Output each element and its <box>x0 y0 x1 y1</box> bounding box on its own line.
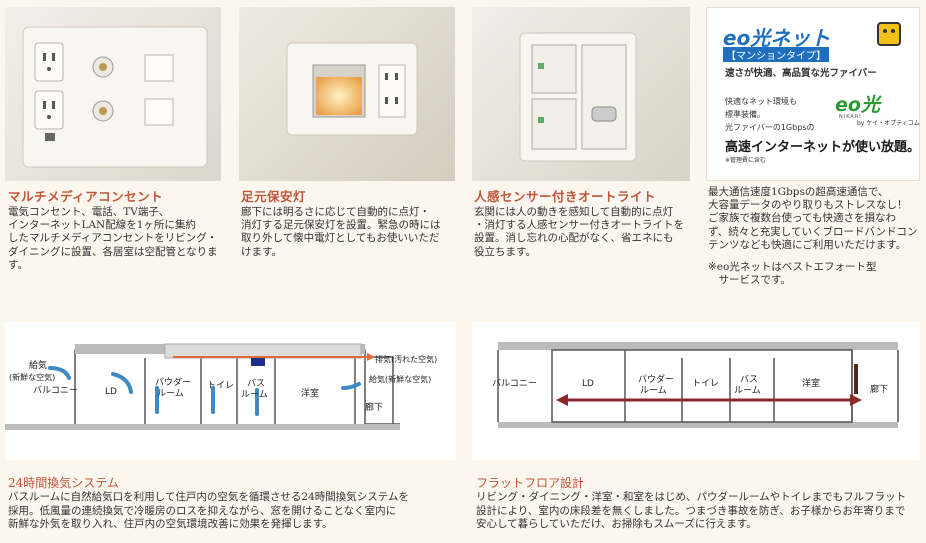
eo-description: 最大通信速度1Gbpsの超高速通信で、 大容量データのやり取りもストレスなし！ … <box>708 186 917 252</box>
text-line: 廊下には明るさに応じて自動的に点灯・ <box>241 206 430 218</box>
text-line: 取り外して懐中電灯としてもお使いいただ <box>241 232 440 245</box>
toilet-label: トイレ <box>692 379 719 389</box>
eo-footnote: ※eo光ネットはベストエフォート型 サービスです。 <box>708 261 877 287</box>
text-line: 採用。低風量の連続換気で冷暖房のロスを抑えながら、窓を開けることなく室内に <box>8 504 397 517</box>
powder-label-2: ルーム <box>157 388 184 399</box>
text-line: したマルチメディアコンセントをリビング・ <box>8 232 218 245</box>
text-line: ダイニングに設置、各居室は空配管となりま <box>8 245 218 258</box>
text-line: 設置。消し忘れの心配がなく、省エネにも <box>474 232 674 245</box>
text-line: 役立ちます。 <box>474 245 536 258</box>
big-headline: 高速インターネットが使い放題。 <box>725 140 921 155</box>
section-description: バスルームに自然給気口を利用して住戸内の空気を循環させる24時間換気システムを … <box>8 491 409 532</box>
flat-floor-diagram: バルコニー LD パウダー ルーム トイレ バス ルーム 洋室 廊下 <box>472 322 920 460</box>
ventilation-floorplan: 給気 (新鮮な空気) バルコニー LD パウダー ルーム トイレ バス ルーム … <box>5 343 437 430</box>
text-line: す。 <box>8 258 28 271</box>
text-line: 大容量データのやり取りもストレスなし！ <box>708 199 908 212</box>
feature-title: 足元保安灯 <box>241 189 307 204</box>
ventilation-diagram: 給気 (新鮮な空気) バルコニー LD パウダー ルーム トイレ バス ルーム … <box>5 322 456 460</box>
supply-label: 給気 <box>29 359 47 371</box>
brand-sub: NIKARI <box>839 114 862 120</box>
bath-label: バス <box>247 378 265 389</box>
text-line: ご家族で複数台使っても快適さを損なわ <box>708 212 896 225</box>
multimedia-outlet-illustration <box>22 26 208 168</box>
supply-label-2: 給気(新鮮な空気) <box>369 374 431 384</box>
text-line: ※eo光ネットはベストエフォート型 <box>708 261 877 273</box>
hallway-label: 廊下 <box>870 383 888 395</box>
powder-label-2: ルーム <box>640 385 667 396</box>
powder-label: パウダー <box>638 373 674 385</box>
bath-label-2: ルーム <box>241 389 268 400</box>
exhaust-label: 排気(汚れた空気) <box>375 354 437 364</box>
text-line: ず、続々と充実していくブロードバンドコン <box>708 225 918 238</box>
powder-label: パウダー <box>155 376 191 388</box>
bath-label-2: ルーム <box>734 385 761 396</box>
small-line: 光ファイバーの1Gbpsの <box>725 123 815 132</box>
mansion-type: 【マンションタイプ】 <box>723 47 829 62</box>
small-text: 快適なネット環境も 標準装備。 光ファイバーの1Gbpsの <box>725 95 814 134</box>
supply-sub-label: (新鮮な空気) <box>9 372 55 382</box>
hallway-label: 廊下 <box>365 401 383 413</box>
eo-hikari-ad: eo光ネット 【マンションタイプ】 速さが快適、高品質な光ファイバー 快適なネッ… <box>706 7 920 181</box>
text-line: バスルームに自然給気口を利用して住戸内の空気を循環させる24時間換気システムを <box>8 491 409 503</box>
foot-light-photo <box>239 7 455 181</box>
section-description: リビング・ダイニング・洋室・和室をはじめ、パウダールームやトイレまでもフルフラッ… <box>476 491 906 532</box>
feature-title: マルチメディアコンセント <box>8 189 164 204</box>
eo-hikari-brand: eo光 <box>835 94 880 116</box>
text-line: サービスです。 <box>708 274 791 287</box>
small-line: 標準装備。 <box>725 110 765 119</box>
mascot-icon <box>877 22 901 46</box>
toilet-label: トイレ <box>207 381 234 391</box>
ld-label: LD <box>582 379 594 389</box>
feature-description: 玄関には人の動きを感知して自動的に点灯 ・消灯する人感センサー付きオートライトを… <box>474 206 684 259</box>
text-line: 消灯する足元保安灯を設置。緊急の時には <box>241 219 441 232</box>
feature-title: 人感センサー付きオートライト <box>474 189 657 204</box>
management-fee-note: ※管理費に含む <box>725 157 767 164</box>
text-line: けます。 <box>241 245 282 258</box>
text-line: 安心して暮らしていただけ、お掃除もスムーズに行えます。 <box>476 518 757 530</box>
text-line: テンツなども快適にご利用いただけます。 <box>708 238 907 251</box>
text-line: 最大通信速度1Gbpsの超高速通信で、 <box>708 186 889 198</box>
balcony-label: バルコニー <box>33 385 78 396</box>
sensor-switch-illustration <box>519 32 637 162</box>
text-line: 玄関には人の動きを感知して自動的に点灯 <box>474 206 674 218</box>
ld-label: LD <box>105 387 117 397</box>
section-title: 24時間換気システム <box>8 476 119 490</box>
bath-label: バス <box>740 374 758 385</box>
text-line: リビング・ダイニング・洋室・和室をはじめ、パウダールームやトイレまでもフルフラッ… <box>476 491 907 503</box>
feature-description: 電気コンセント、電話、TV端子、 インターネットLAN配線を1ヶ所に集約 したマ… <box>8 206 218 272</box>
text-line: ・消灯する人感センサー付きオートライトを <box>474 219 684 232</box>
text-line: 設計により、室内の床段差を無くしました。つまづき事故を防ぎ、お子様からお年寄りま… <box>476 504 906 517</box>
eo-logo: eo光ネット <box>723 26 831 50</box>
small-line: 快適なネット環境も <box>725 97 797 106</box>
feature-description: 廊下には明るさに応じて自動的に点灯・ 消灯する足元保安灯を設置。緊急の時には 取… <box>241 206 441 259</box>
foot-light-illustration <box>286 42 418 136</box>
text-line: 新鮮な外気を取り入れ、住戸内の空気環境改善に効果を発揮します。 <box>8 518 333 530</box>
text-line: 電気コンセント、電話、TV端子、 <box>8 206 170 218</box>
section-title: フラットフロア設計 <box>476 476 585 490</box>
flat-floor-floorplan: バルコニー LD パウダー ルーム トイレ バス ルーム 洋室 廊下 <box>492 342 899 428</box>
sensor-light-photo <box>472 7 690 181</box>
brand-by: by ケイ・オプティコム <box>857 120 920 127</box>
western-room-label: 洋室 <box>301 387 319 399</box>
multimedia-outlet-photo <box>5 7 221 181</box>
tagline: 速さが快適、高品質な光ファイバー <box>725 68 877 79</box>
western-room-label: 洋室 <box>802 377 820 389</box>
balcony-label: バルコニー <box>492 378 537 389</box>
text-line: インターネットLAN配線を1ヶ所に集約 <box>8 219 196 232</box>
